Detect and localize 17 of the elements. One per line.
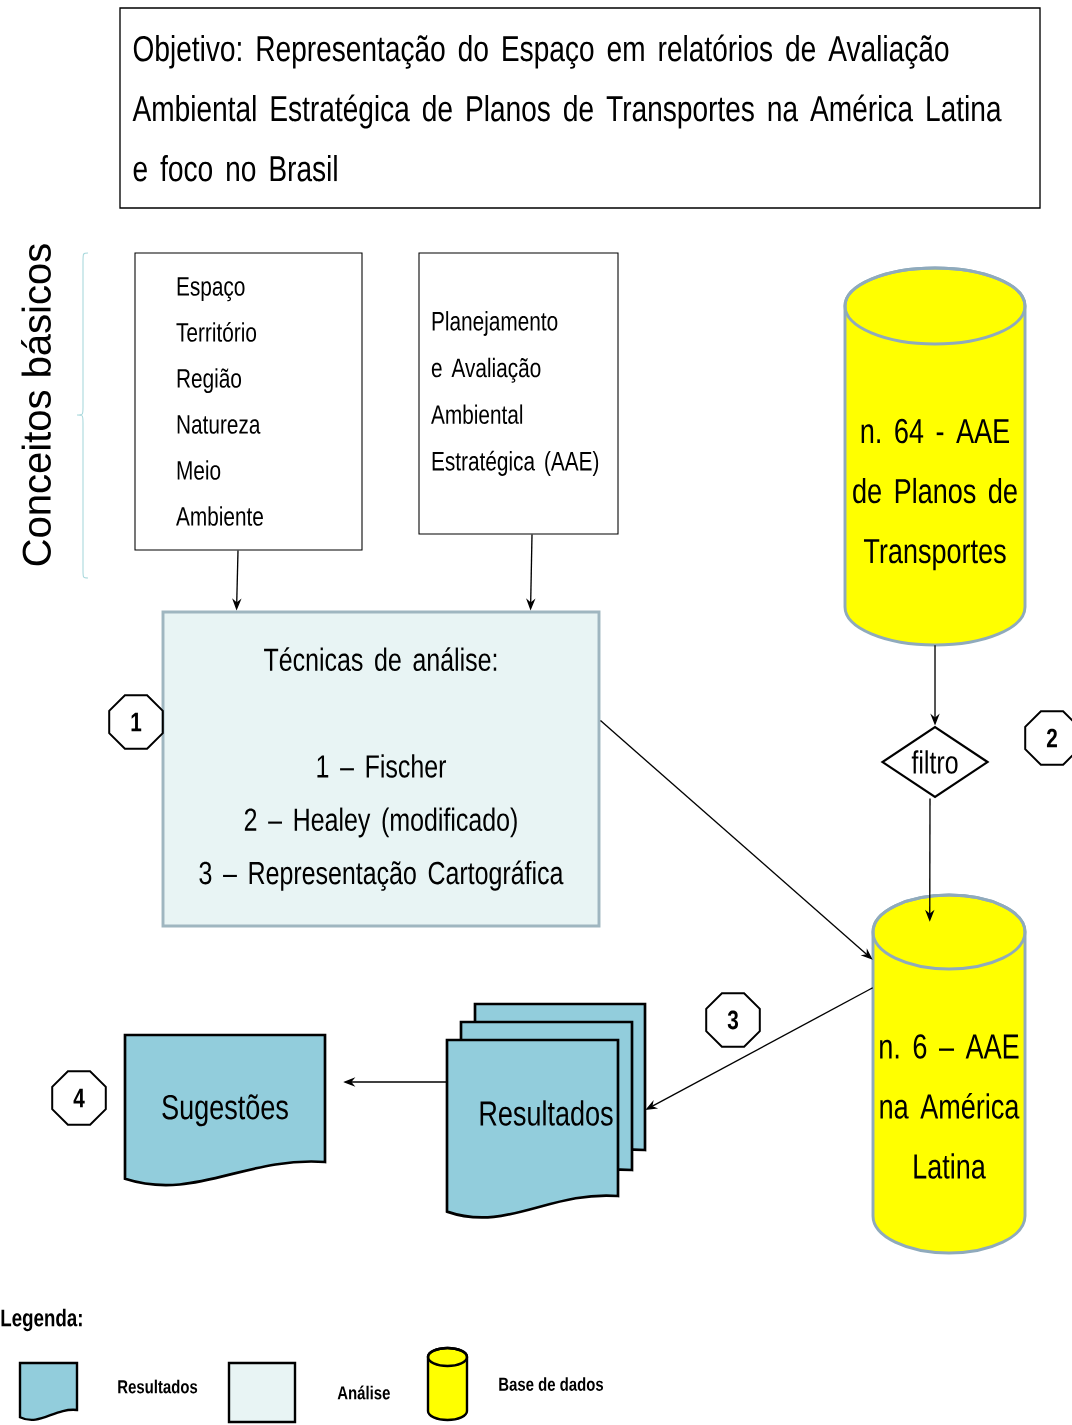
side-label: Conceitos básicos [21,244,51,566]
callout-number: 2 [1024,710,1072,766]
database-cylinder: n. 6 – AAE na América Latina [871,893,1027,1255]
arrow [599,719,873,960]
legend-heading: Legenda: [1,1308,82,1332]
concept-box: Planejamento e Avaliação Ambiental Estratégica (AAE) [418,252,619,535]
callout-number: 4 [51,1070,107,1126]
database-cylinder: n. 64 - AAE de Planos de Transportes [843,266,1027,647]
analysis-box: Técnicas de análise: 1 – Fischer 2 – Healey (modificado) 3 – Representação Cartográfica [161,610,601,928]
callout-number: 3 [705,992,761,1048]
callout-number: 1 [108,694,164,750]
document-stack: Resultados [445,1002,647,1219]
legend-label: Resultados [118,1379,198,1394]
concept-box: Espaço Território Região Natureza Meio Ambiente [134,252,363,551]
legend-label: Análise [337,1385,390,1400]
legend-label: Base de dados [499,1377,604,1391]
objective-box: Objetivo: Representação do Espaço em relatórios de Avaliação Ambiental Estratégica de Planos de Transportes na América Latina e foco no Brasil [119,7,1041,209]
